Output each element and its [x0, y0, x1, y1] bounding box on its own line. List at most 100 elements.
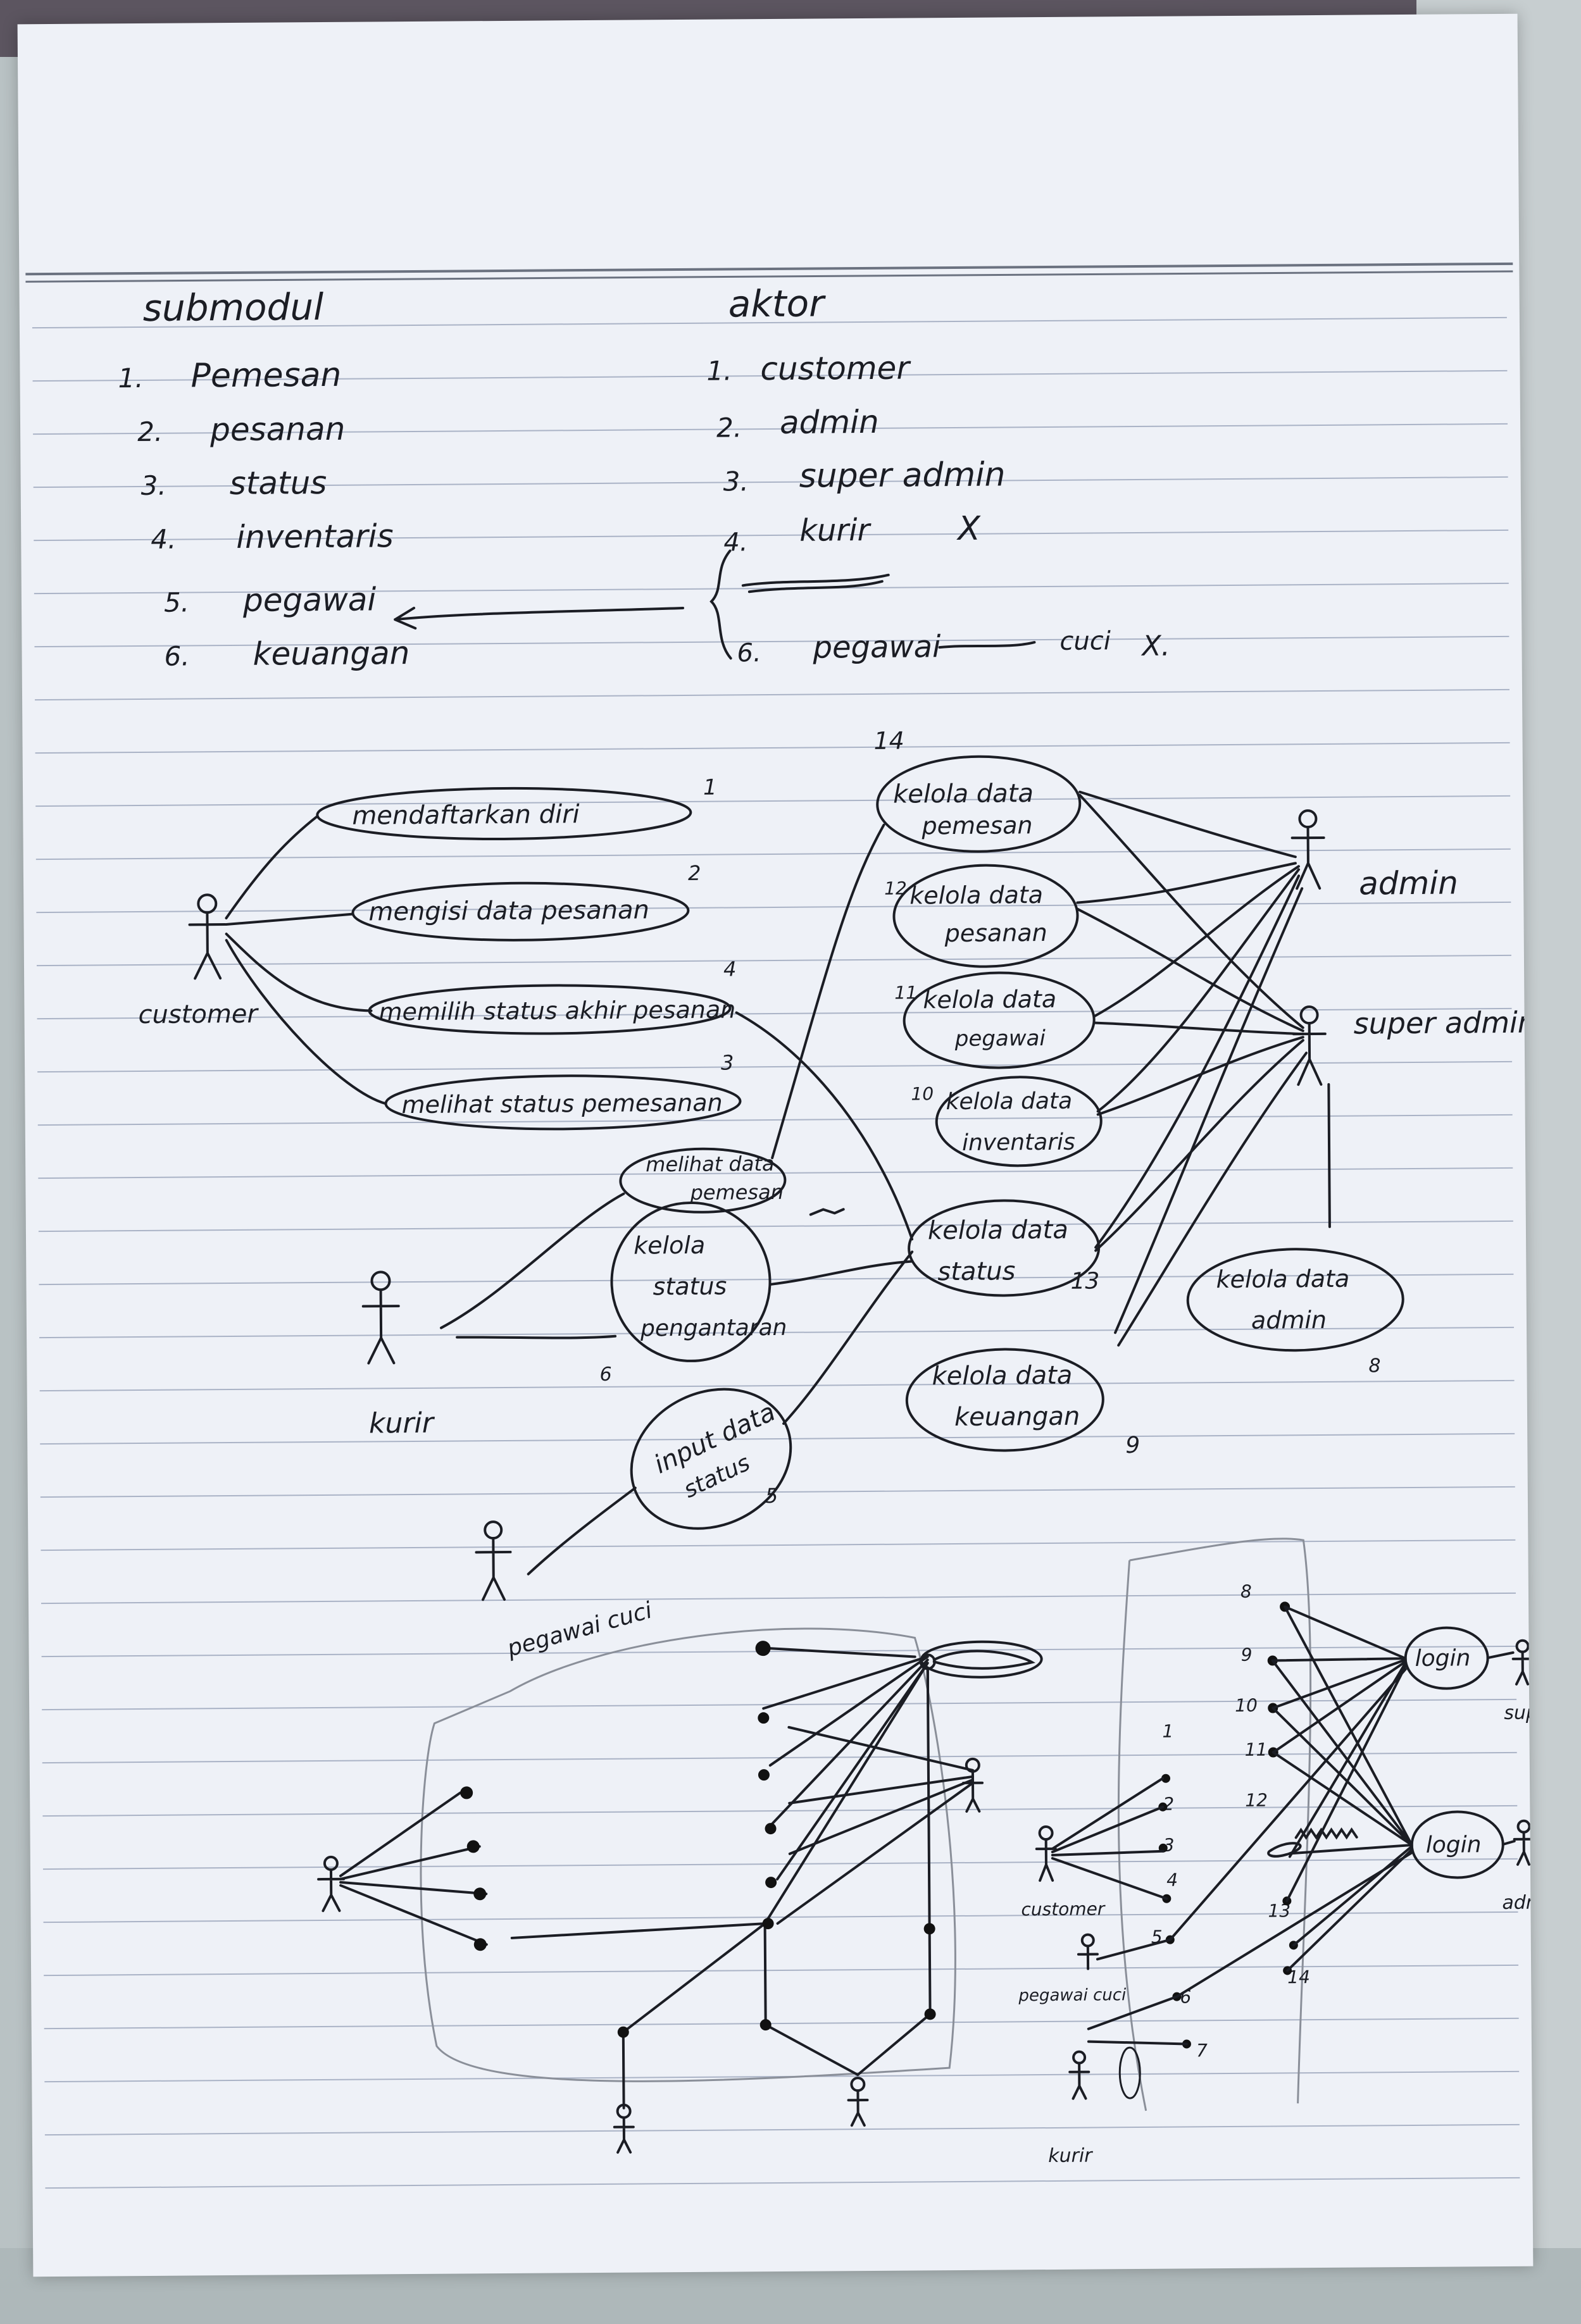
usecase-number: 14: [873, 727, 904, 755]
usecase-number: 8: [1368, 1355, 1380, 1377]
submodule-item: Pemesan: [191, 356, 341, 395]
ruled-line: [44, 2123, 1520, 2136]
usecase-number: 6: [599, 1364, 611, 1386]
usecase-number: 9: [1125, 1432, 1140, 1458]
sketch-lines-right: [1051, 1605, 1413, 2046]
scribbled-out-word: [938, 641, 1036, 649]
list-brace: [709, 549, 732, 660]
login-usecase-2: login: [1410, 1810, 1504, 1879]
customer-label: customer: [138, 1000, 259, 1029]
usecase-number: 11: [894, 982, 917, 1003]
header-rule-2: [25, 270, 1513, 283]
header-rule: [25, 262, 1513, 276]
actor-num: 3.: [723, 466, 749, 497]
actor-list: 1. customer 2. admin 3. super admin 4. k…: [394, 349, 1170, 668]
usecase-melihat-data-pemesan: melihat data pemesan: [619, 1147, 787, 1214]
usecase-label-3: pengantaran: [640, 1315, 787, 1342]
usecase-number: 5: [765, 1484, 778, 1508]
sketch-number: 10: [1235, 1695, 1258, 1716]
ruled-line: [36, 954, 1511, 967]
ruled-lines: [32, 316, 1520, 2189]
usecase-label-2: keuangan: [954, 1402, 1080, 1432]
pegawai-cuci-actor: [475, 1520, 512, 1601]
ruled-line: [34, 529, 1509, 542]
arrow-to-pegawai: [394, 606, 685, 630]
actor-item: super admin: [799, 456, 1005, 495]
ruled-line: [36, 901, 1511, 914]
actor-num: 1.: [706, 355, 732, 386]
usecase-kelola-data-inventaris: kelola data inventaris 10: [911, 1076, 1103, 1167]
sketch-lines: [339, 1647, 975, 2110]
ruled-line: [33, 476, 1508, 488]
page-drawing: submodul aktor 1. Pemesan 2. pesanan 3. …: [25, 262, 1533, 2189]
submodule-num: 3.: [141, 470, 166, 501]
usecase-number: 13: [1070, 1268, 1099, 1294]
kurir-label: kurir: [369, 1407, 435, 1440]
usecase-label-2: status: [937, 1257, 1015, 1286]
strike-mark: X.: [1140, 630, 1170, 662]
ruled-line: [38, 1167, 1513, 1179]
sketch-actor-kurir: [1068, 2046, 1141, 2100]
submodule-item: pesanan: [209, 411, 346, 448]
usecase-label-2: pemesan: [921, 811, 1032, 840]
usecase-mengisi-data-pesanan: mengisi data pesanan 2: [351, 861, 701, 941]
sketch-numbers: 8 9 10 11 12 1 2 3 4 5 6 7 13 14: [1151, 1581, 1310, 2061]
login-label: login: [1426, 1832, 1482, 1858]
sketch-number: 11: [1245, 1739, 1268, 1760]
sketch-number: 8: [1240, 1581, 1252, 1602]
ruled-line: [35, 795, 1511, 807]
ruled-line: [39, 1273, 1514, 1286]
ruled-line: [39, 1379, 1515, 1392]
usecase-label: kelola data: [1216, 1265, 1349, 1293]
sketch-actor-label: pegawai cuci: [1018, 1985, 1127, 2005]
sketch-number: 12: [1245, 1790, 1268, 1811]
submodule-item: pegawai: [242, 581, 377, 618]
usecase-label: mengisi data pesanan: [368, 895, 649, 926]
sketch-actor-super: [1511, 1639, 1530, 1686]
lower-sketch: login login supe adm customer pegawai cu…: [317, 1538, 1533, 2167]
ruled-line: [38, 1220, 1513, 1233]
usecase-number: 3: [721, 1050, 734, 1074]
super-admin-actor: [1292, 1005, 1327, 1086]
submodul-heading: submodul: [143, 285, 324, 330]
customer-actor: [188, 893, 227, 980]
squiggle-mark: [809, 1208, 845, 1216]
ruled-line: [41, 1645, 1516, 1658]
sketch-actor-label: customer: [1021, 1898, 1106, 1920]
usecase-label: kelola data: [928, 1215, 1068, 1246]
scribbled-out-item: [741, 573, 890, 593]
usecase-number: 1: [703, 775, 717, 800]
usecase-label: kelola data: [946, 1088, 1072, 1115]
usecase-label: melihat status pemesanan: [401, 1089, 722, 1119]
usecase-label: kelola data: [893, 779, 1034, 809]
actor-item: customer: [760, 349, 911, 387]
usecase-label: memilih status akhir pesanan: [378, 995, 735, 1026]
ruled-line: [33, 423, 1508, 435]
usecase-label: kelola: [634, 1231, 705, 1260]
ruled-line: [44, 2017, 1519, 2030]
submodule-num: 2.: [137, 416, 163, 447]
usecase-label: kelola data: [923, 985, 1056, 1014]
usecase-number: 12: [884, 878, 907, 899]
ruled-line: [40, 1432, 1515, 1445]
usecase-kelola-data-pesanan: kelola data pesanan 12: [884, 864, 1079, 968]
usecase-label: melihat data: [646, 1152, 775, 1176]
ruled-line: [42, 1858, 1518, 1870]
submodule-num: 1.: [118, 363, 143, 394]
usecase-number: 2: [688, 861, 701, 885]
actor-item: pegawai: [812, 629, 941, 665]
submodule-list: 1. Pemesan 2. pesanan 3. status 4. inven…: [118, 356, 409, 673]
actor-num: 6.: [737, 638, 761, 668]
sketch-actor-customer: [1035, 1825, 1057, 1882]
ruled-line: [44, 1964, 1519, 1977]
usecase-number: 10: [911, 1083, 934, 1104]
sketch-actor-admin: [1513, 1819, 1532, 1866]
zigzag-mark: [1294, 1827, 1358, 1840]
ruled-line: [32, 370, 1508, 382]
usecase-kelola-data-pegawai: kelola data pegawai 11: [894, 971, 1096, 1069]
sketch-actor-label: adm: [1502, 1892, 1533, 1914]
ruled-line: [43, 1911, 1518, 1923]
ruled-line: [41, 1592, 1516, 1605]
sketch-number: 1: [1162, 1721, 1173, 1742]
usecase-melihat-status: melihat status pemesanan 3: [384, 1050, 742, 1131]
